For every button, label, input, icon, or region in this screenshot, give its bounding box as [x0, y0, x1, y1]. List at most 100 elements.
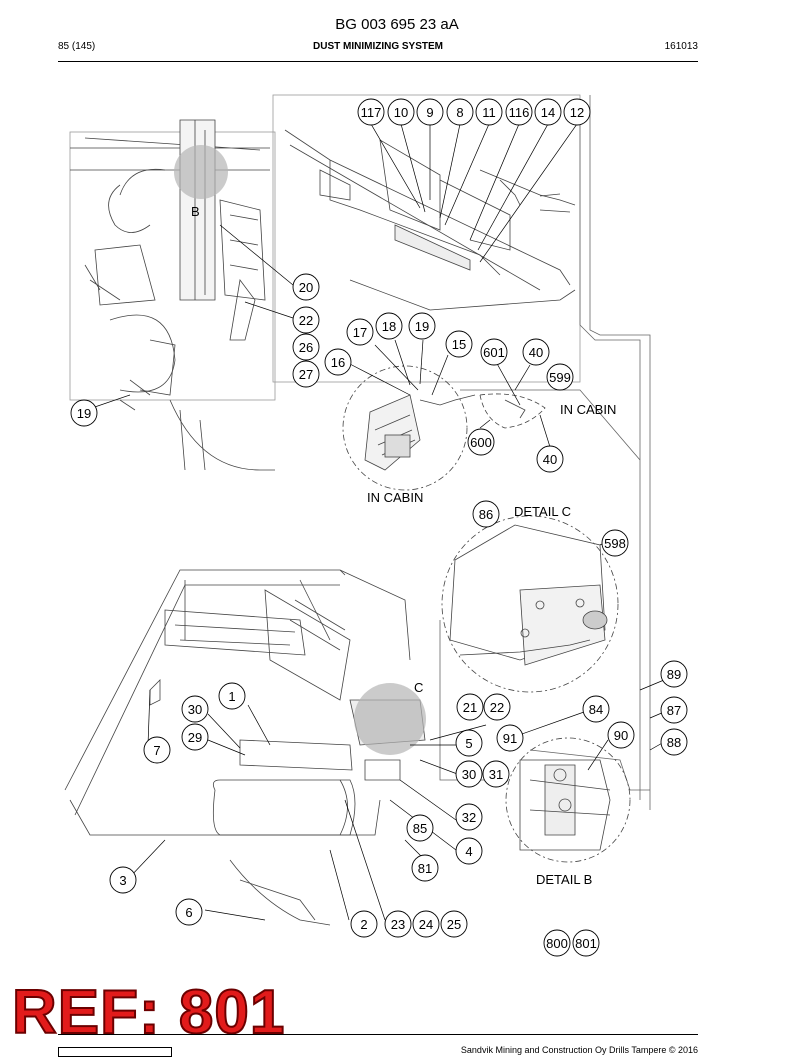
callout-number: 20 [299, 280, 313, 295]
page-number: 85 (145) [58, 41, 96, 52]
callout-number: 800 [546, 936, 568, 951]
footer-rule [58, 1034, 698, 1035]
callout-circle [292, 273, 320, 301]
callout-number: 81 [418, 861, 432, 876]
callout-circle [496, 724, 524, 752]
callout-circle [534, 98, 562, 126]
callout-number: 1 [228, 689, 235, 704]
callout-number: 9 [426, 105, 433, 120]
callout-number: 22 [299, 313, 313, 328]
callout-circle [480, 338, 508, 366]
callout-circle [350, 910, 378, 938]
callout-circle [445, 330, 473, 358]
callout-circle [455, 837, 483, 865]
header-rule [58, 61, 698, 62]
callout-circle [572, 929, 600, 957]
callout-number: 117 [361, 105, 382, 120]
callout-circle [522, 338, 550, 366]
callout-number: 14 [541, 105, 555, 120]
copyright-text: Sandvik Mining and Construction Oy Drill… [460, 1045, 698, 1055]
callout-circle [601, 529, 629, 557]
callout-number: 32 [462, 810, 476, 825]
callout-circle [456, 693, 484, 721]
detail-c-marker: C [414, 680, 423, 695]
detail-b-marker: B [191, 204, 200, 219]
in-cabin-detail [342, 365, 546, 491]
callout-number: 7 [153, 743, 160, 758]
callout-number: 25 [447, 917, 461, 932]
callout-circle [292, 333, 320, 361]
in-cabin-label-2: IN CABIN [367, 490, 423, 505]
callout-circle [660, 728, 688, 756]
callout-circle [181, 695, 209, 723]
callout-circle [375, 312, 403, 340]
callout-circle [412, 910, 440, 938]
callout-number: 16 [331, 355, 345, 370]
callout-circle [563, 98, 591, 126]
callout-circle [660, 696, 688, 724]
callout-number: 801 [575, 936, 597, 951]
callout-circle [411, 854, 439, 882]
callout-number: 116 [509, 105, 530, 120]
upper-right-drawing [272, 94, 581, 383]
callout-number: 91 [503, 731, 517, 746]
callout-circle [406, 814, 434, 842]
callout-number: 27 [299, 367, 313, 382]
callout-circle [440, 910, 468, 938]
callout-number: 26 [299, 340, 313, 355]
callout-circle [455, 760, 483, 788]
callout-circle [543, 929, 571, 957]
callout-circle [446, 98, 474, 126]
callout-number: 40 [529, 345, 543, 360]
callout-circle [408, 312, 436, 340]
callout-number: 29 [188, 730, 202, 745]
detail-b-highlight [174, 145, 228, 199]
callout-circle [660, 660, 688, 688]
callout-circle [467, 428, 495, 456]
callout-circle [324, 348, 352, 376]
callout-number: 3 [119, 873, 126, 888]
section-title: DUST MINIMIZING SYSTEM [313, 41, 443, 52]
callout-circle [546, 363, 574, 391]
date-code: 161013 [664, 41, 698, 52]
callout-number: 4 [465, 844, 472, 859]
callout-circle [175, 898, 203, 926]
callout-circle [505, 98, 533, 126]
callout-circle [218, 682, 246, 710]
callout-number: 2 [360, 917, 367, 932]
callout-circle [181, 723, 209, 751]
callout-number: 88 [667, 735, 681, 750]
callout-number: 15 [452, 337, 466, 352]
callout-circle [455, 729, 483, 757]
hose-routing [439, 95, 651, 810]
callout-circle [292, 360, 320, 388]
callout-circle [387, 98, 415, 126]
callout-number: 5 [465, 736, 472, 751]
callout-number: 84 [589, 702, 603, 717]
callout-circle [475, 98, 503, 126]
callout-number: 90 [614, 728, 628, 743]
callout-circle [109, 866, 137, 894]
callout-number: 30 [462, 767, 476, 782]
callout-number: 24 [419, 917, 433, 932]
reference-watermark: REF: 801 [11, 978, 286, 1047]
detail-c-drawing [441, 515, 619, 693]
callout-number: 18 [382, 319, 396, 334]
callout-circle [357, 98, 385, 126]
company-logo-box [58, 1047, 172, 1057]
callout-circle [384, 910, 412, 938]
callout-circle [455, 803, 483, 831]
callout-number: 40 [543, 452, 557, 467]
detail-b-drawing [505, 737, 631, 863]
leader-lines [85, 123, 665, 921]
callout-number: 21 [463, 700, 477, 715]
detail-c-highlight [354, 683, 426, 755]
callout-circle [482, 760, 510, 788]
callout-circle [483, 693, 511, 721]
callout-number: 31 [489, 767, 503, 782]
callout-circle [536, 445, 564, 473]
callout-number: 598 [604, 536, 626, 551]
header-row: 85 (145) DUST MINIMIZING SYSTEM 161013 [58, 41, 698, 57]
callout-number: 599 [549, 370, 571, 385]
